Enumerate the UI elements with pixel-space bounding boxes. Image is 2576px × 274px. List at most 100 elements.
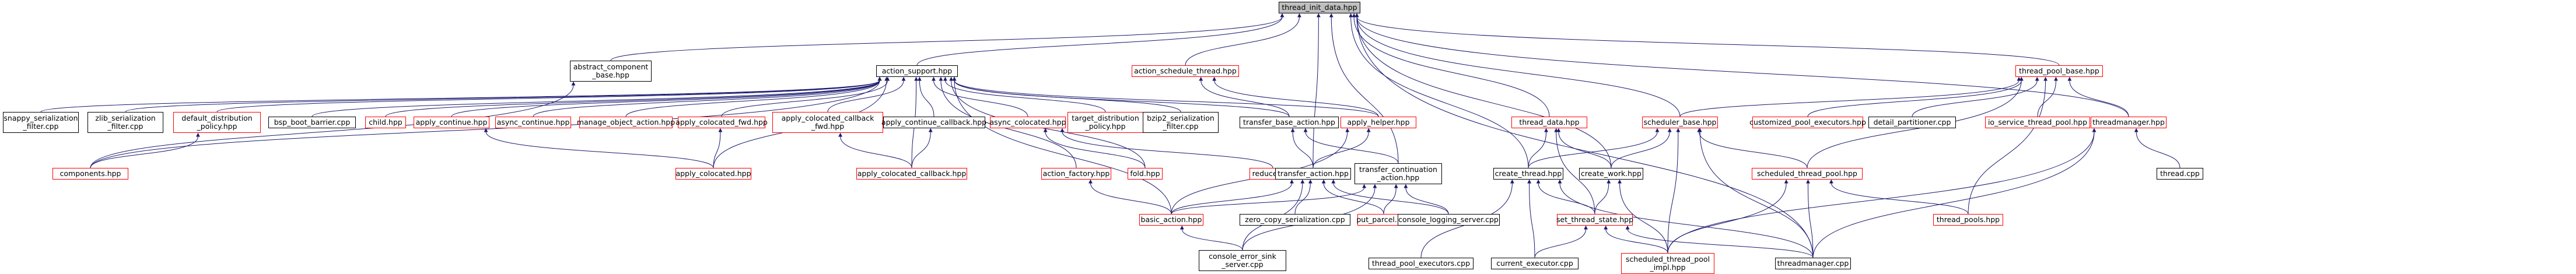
graph-node-scheduled-thread-pool-impl[interactable]: scheduled_thread_pool_impl.hpp — [1621, 253, 1714, 274]
graph-node-action-schedule-thread[interactable]: action_schedule_thread.hpp — [1132, 65, 1239, 77]
graph-edge — [943, 76, 1106, 113]
graph-node-label: abstract_component — [573, 62, 649, 71]
graph-node-transfer-action[interactable]: transfer_action.hpp — [1275, 168, 1351, 180]
graph-node-async-colocated[interactable]: async_colocated.hpp — [989, 117, 1066, 128]
graph-node-apply-continue[interactable]: apply_continue.hpp — [414, 117, 489, 128]
graph-node-target-distribution-policy[interactable]: target_distribution_policy.hpp — [1068, 112, 1143, 133]
graph-node-label: default_distribution — [181, 114, 253, 122]
graph-node-console-logging-server[interactable]: console_logging_server.cpp — [1397, 214, 1500, 226]
graph-node-label: basic_action.hpp — [1140, 215, 1202, 224]
graph-edge — [1088, 179, 1172, 215]
graph-node-fold[interactable]: fold.hpp — [1128, 168, 1163, 180]
graph-node-create-thread[interactable]: create_thread.hpp — [1493, 168, 1563, 180]
graph-node-transfer-base-action[interactable]: transfer_base_action.hpp — [1240, 117, 1339, 128]
graph-node-thread-init-data[interactable]: thread_init_data.hpp — [1279, 2, 1360, 13]
graph-node-zero-copy-serialization[interactable]: zero_copy_serialization.cpp — [1240, 214, 1350, 226]
graph-edge — [125, 76, 882, 113]
graph-edge — [1352, 13, 1550, 117]
graph-node-apply-continue-callback[interactable]: apply_continue_callback.hpp — [881, 117, 986, 128]
graph-node-apply-colocated-callback-fwd[interactable]: apply_colocated_callback_fwd.hpp — [772, 112, 883, 133]
graph-node-apply-colocated-fwd[interactable]: apply_colocated_fwd.hpp — [676, 117, 768, 128]
graph-node-label: transfer_base_action.hpp — [1243, 118, 1335, 127]
graph-node-child[interactable]: child.hpp — [365, 117, 406, 128]
graph-node-label: customized_pool_executors.hpp — [1749, 118, 1866, 127]
graph-node-set-thread-state[interactable]: set_thread_state.hpp — [1556, 214, 1633, 226]
graph-edge — [1618, 179, 1668, 254]
graph-edge — [1556, 128, 1612, 168]
graph-node-label: _filter.cpp — [1163, 122, 1199, 131]
graph-node-label: _server.cpp — [1222, 260, 1264, 269]
graph-edge — [1171, 179, 1294, 215]
graph-node-label: io_service_thread_pool.hpp — [1987, 118, 2088, 127]
graph-edge — [1321, 179, 1384, 215]
graph-node-zlib[interactable]: zlib_serialization_filter.cpp — [88, 112, 163, 133]
graph-edge — [1185, 13, 1301, 66]
graph-edge — [1807, 76, 2024, 168]
graph-edge — [917, 76, 935, 117]
graph-node-put-parcel[interactable]: put_parcel.hpp — [1356, 214, 1411, 226]
graph-edge — [1912, 76, 2039, 117]
graph-node-snappy[interactable]: snappy_serialization_filter.cpp — [3, 112, 79, 133]
graph-node-threadmanager-cpp[interactable]: threadmanager.cpp — [1775, 258, 1851, 269]
graph-node-action-factory[interactable]: action_factory.hpp — [1041, 168, 1111, 180]
graph-node-label: _filter.cpp — [107, 122, 144, 131]
graph-node-label: apply_colocated_callback.hpp — [857, 169, 967, 178]
graph-node-label: fold.hpp — [1130, 169, 1160, 178]
graph-edge — [216, 76, 882, 113]
graph-node-detail-partitioner[interactable]: detail_partitioner.cpp — [1868, 117, 1956, 128]
graph-node-basic-action[interactable]: basic_action.hpp — [1139, 214, 1203, 226]
graph-edge — [1349, 13, 1529, 168]
graph-node-thread-pool-base[interactable]: thread_pool_base.hpp — [2015, 65, 2103, 77]
graph-node-async-continue[interactable]: async_continue.hpp — [495, 117, 571, 128]
graph-edge — [1554, 128, 1595, 215]
graph-node-thread-cpp[interactable]: thread.cpp — [2157, 168, 2203, 180]
graph-edge — [949, 76, 1146, 168]
graph-node-manage-object-action[interactable]: manage_object_action.hpp — [577, 117, 675, 128]
graph-edge — [40, 76, 882, 113]
graph-node-label: scheduled_thread_pool.hpp — [1757, 169, 1857, 178]
graph-edge — [1329, 13, 1399, 164]
graph-node-label: _policy.hpp — [1085, 122, 1126, 131]
graph-node-scheduler-base[interactable]: scheduler_base.hpp — [1642, 117, 1718, 128]
graph-edge — [1829, 179, 1969, 215]
graph-edge — [1383, 184, 1398, 215]
graph-node-label: apply_continue.hpp — [415, 118, 488, 127]
graph-edge — [1667, 128, 1681, 254]
graph-node-transfer-continuation-action[interactable]: transfer_continuation_action.hpp — [1354, 163, 1442, 184]
graph-node-apply-colocated[interactable]: apply_colocated.hpp — [676, 168, 751, 180]
graph-node-components[interactable]: components.hpp — [52, 168, 128, 180]
graph-node-default-distribution[interactable]: default_distribution_policy.hpp — [173, 112, 261, 133]
graph-node-bzip2[interactable]: bzip2_serialization_filter.cpp — [1143, 112, 1219, 133]
graph-edge — [911, 128, 933, 168]
graph-node-abstract-component-base[interactable]: abstract_component_base.hpp — [570, 61, 652, 82]
graph-node-label: transfer_continuation — [1359, 165, 1437, 174]
graph-node-io-service-thread-pool[interactable]: io_service_thread_pool.hpp — [1985, 117, 2090, 128]
graph-edge — [610, 13, 1284, 61]
graph-node-scheduled-thread-pool[interactable]: scheduled_thread_pool.hpp — [1752, 168, 1863, 180]
graph-node-label: apply_colocated_callback — [781, 114, 874, 122]
graph-node-label: action_schedule_thread.hpp — [1134, 66, 1237, 75]
graph-node-label: thread_pools.hpp — [1936, 215, 2000, 224]
graph-node-label: current_executor.cpp — [1496, 259, 1573, 268]
graph-node-label: zlib_serialization — [95, 114, 156, 122]
graph-edge — [1807, 76, 2024, 117]
graph-edge — [916, 13, 1284, 66]
graph-edge — [1199, 76, 1290, 117]
graph-node-apply-colocated-callback[interactable]: apply_colocated_callback.hpp — [856, 168, 967, 180]
graph-node-thread-pool-executors[interactable]: thread_pool_executors.cpp — [1368, 258, 1474, 269]
graph-node-console-error-sink-server[interactable]: console_error_sink_server.cpp — [1199, 250, 1286, 271]
graph-node-action-support[interactable]: action_support.hpp — [876, 65, 958, 77]
graph-node-threadmanager-hpp[interactable]: threadmanager.hpp — [2091, 117, 2166, 128]
graph-node-label: bzip2_serialization — [1147, 114, 1214, 122]
graph-node-label: apply_colocated_fwd.hpp — [676, 118, 768, 127]
graph-node-thread-pools[interactable]: thread_pools.hpp — [1933, 214, 2003, 226]
graph-node-apply-helper[interactable]: apply_helper.hpp — [1340, 117, 1416, 128]
graph-edge — [1354, 13, 2129, 117]
graph-node-current-executor[interactable]: current_executor.cpp — [1491, 258, 1578, 269]
graph-node-thread-data[interactable]: thread_data.hpp — [1511, 117, 1587, 128]
graph-edge — [1212, 76, 1379, 117]
graph-node-create-work[interactable]: create_work.hpp — [1579, 168, 1643, 180]
graph-node-customized-pool-executors[interactable]: customized_pool_executors.hpp — [1749, 117, 1866, 128]
graph-node-bsp-barrier[interactable]: bsp_boot_barrier.cpp — [268, 117, 356, 128]
graph-edge — [1354, 13, 2060, 66]
